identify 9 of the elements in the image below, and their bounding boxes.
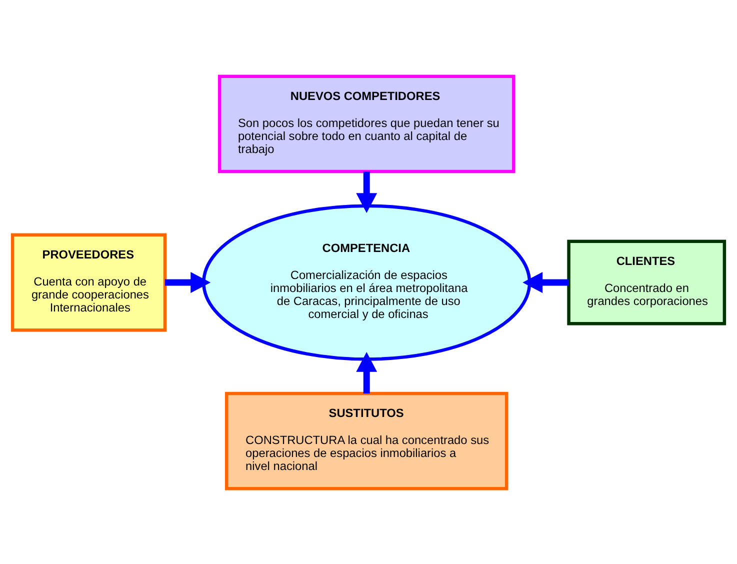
arrow	[356, 170, 378, 213]
node-box: CLIENTES Concentrado en grandes corporaciones	[567, 239, 726, 325]
node-box: PROVEEDORES Cuenta con apoyo de grande cooperaciones Internacionales	[10, 232, 167, 332]
arrow	[522, 272, 568, 292]
arrow	[356, 351, 378, 394]
node-ellipse: COMPETENCIA Comercialización de espacios inmobiliarios en el área metropolitana de Caracas, principalmente de uso comercial y de oficinas	[202, 204, 532, 360]
node-box: SUSTITUTOS CONSTRUCTURA la cual ha concentrado sus operaciones de espacios inmobiliarios a nivel nacional	[224, 391, 508, 490]
node-box: NUEVOS COMPETIDORES Son pocos los competidores que puedan tener su potencial sobre todo en cuanto al capital de trabajo	[218, 74, 516, 173]
arrow	[165, 272, 211, 292]
